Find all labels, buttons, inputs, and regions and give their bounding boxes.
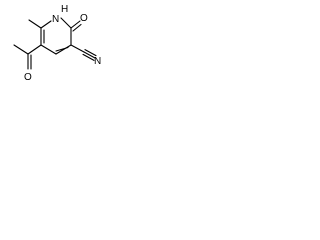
ring-double-bond-c3-c4	[55, 46, 69, 52]
bond-c3-cnitrile	[70, 44, 85, 53]
ring-nitrogen-h-label: H	[61, 4, 68, 15]
carbonyl-double-bond-c2-o	[72, 23, 82, 32]
ring-carbonyl-oxygen-label: O	[80, 13, 88, 24]
ring-nitrogen-label: N	[52, 14, 59, 25]
ring-bond-c6-n1	[40, 20, 52, 29]
bond-c5-acetyl-carbon	[27, 44, 42, 55]
carbonyl-bond-c2-o	[70, 20, 81, 29]
nitrile-triple-bond-c	[82, 53, 95, 61]
acetyl-methyl-bond	[13, 44, 29, 55]
nitrile-nitrogen-label: N	[94, 56, 101, 67]
ring-bond-n1-c2	[60, 17, 72, 29]
nitrile-triple-bond-a	[83, 51, 96, 59]
nitrile-triple-bond-b	[84, 49, 97, 57]
ring-bond-c3-c4	[55, 44, 72, 55]
methyl-bond-c6	[28, 19, 42, 29]
acetyl-oxygen-label: O	[24, 72, 32, 83]
ring-bond-c4-c5	[40, 44, 57, 55]
structure-canvas: H N O N O	[0, 0, 110, 85]
chemical-structure: H N O N O	[13, 4, 101, 83]
